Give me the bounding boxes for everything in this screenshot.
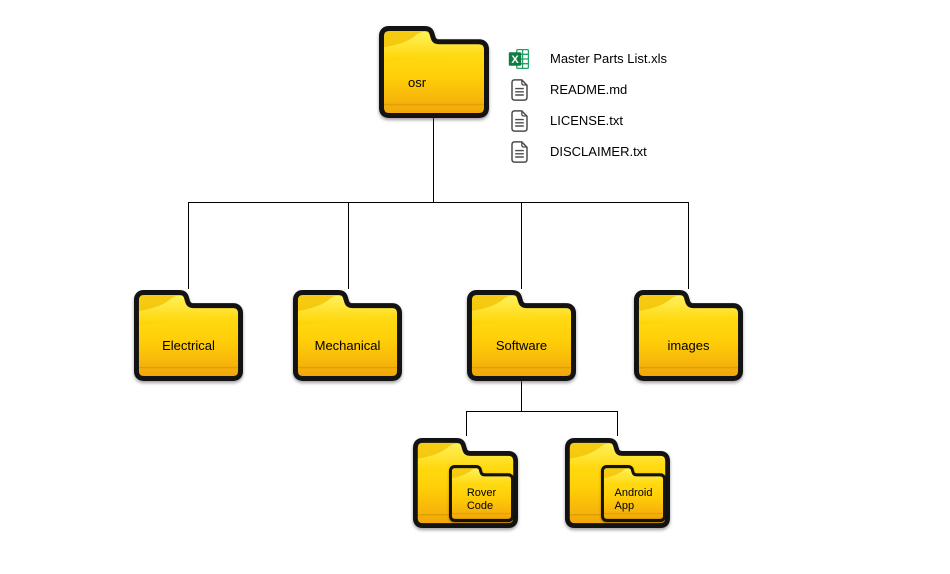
document-icon	[507, 109, 531, 133]
folder-label-line1: Android	[614, 486, 653, 499]
folder-label: Software	[495, 338, 548, 353]
file-name: DISCLAIMER.txt	[550, 144, 647, 159]
folder-label: Rover Code	[449, 465, 514, 522]
folder-label: Android App	[601, 465, 666, 522]
connector-drop-rover-code	[466, 411, 467, 436]
file-name: Master Parts List.xls	[550, 51, 668, 66]
file-item: Master Parts List.xls	[507, 43, 667, 74]
folder-label: images	[667, 338, 710, 353]
folder-node-software: Software	[467, 290, 576, 381]
folder-label-line1: Rover	[466, 486, 497, 499]
connector-drop-mechanical	[348, 202, 349, 289]
connector-drop-images	[688, 202, 689, 289]
connector-software-vertical	[521, 381, 522, 412]
folder-node-android-app: Android App	[565, 438, 670, 528]
connector-sub-horizontal	[466, 411, 618, 412]
connector-drop-android-app	[617, 411, 618, 436]
folder-node-images: images	[634, 290, 743, 381]
folder-node-osr: osr	[379, 26, 489, 118]
connector-root-vertical	[433, 118, 434, 203]
connector-main-horizontal	[188, 202, 689, 203]
folder-node-electrical: Electrical	[134, 290, 243, 381]
folder-label-line2: Code	[466, 499, 494, 512]
folder-node-mechanical: Mechanical	[293, 290, 402, 381]
folder-node-rover-code: Rover Code	[413, 438, 518, 528]
folder-label: osr	[407, 74, 427, 90]
connector-drop-electrical	[188, 202, 189, 289]
file-item: LICENSE.txt	[507, 105, 667, 136]
document-icon	[507, 78, 531, 102]
connector-drop-software	[521, 202, 522, 289]
folder-label: Mechanical	[314, 338, 381, 353]
file-item: DISCLAIMER.txt	[507, 136, 667, 167]
file-name: LICENSE.txt	[550, 113, 623, 128]
excel-file-icon	[507, 48, 531, 70]
file-item: README.md	[507, 74, 667, 105]
root-file-list: Master Parts List.xls README.md LICENSE.…	[507, 43, 667, 167]
folder-label-line2: App	[614, 499, 635, 512]
file-name: README.md	[550, 82, 628, 97]
document-icon	[507, 140, 531, 164]
folder-label: Electrical	[162, 338, 215, 353]
